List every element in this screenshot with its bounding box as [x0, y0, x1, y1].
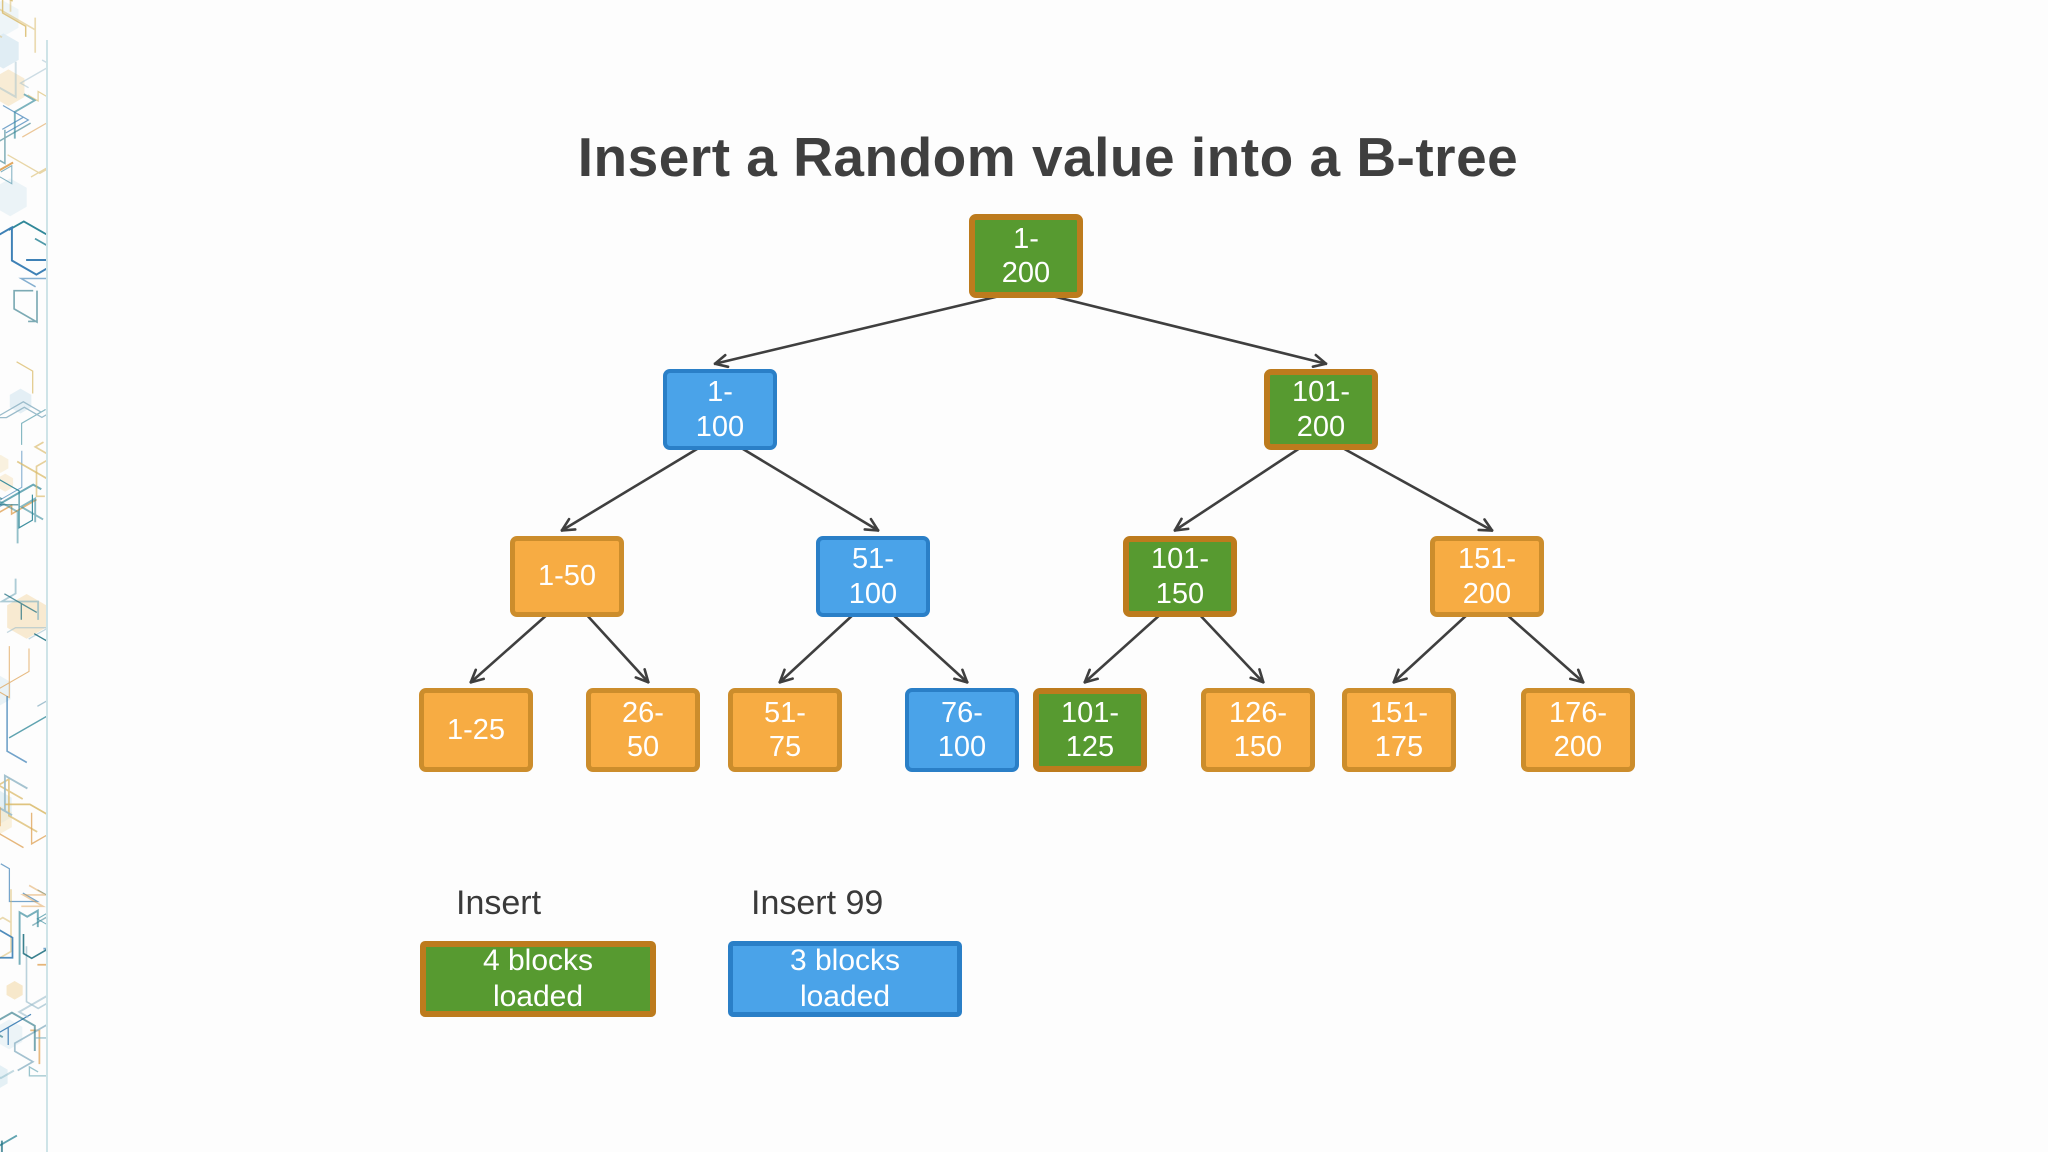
- legend-box-line: 3 blocks: [789, 944, 901, 977]
- decorative-pattern: [0, 0, 48, 1152]
- tree-edge: [1392, 612, 1470, 684]
- tree-node-1-25: 1-25: [419, 688, 533, 772]
- node-label-line: 1-: [1013, 222, 1039, 255]
- tree-node-126-150: 126-150: [1201, 688, 1315, 772]
- node-label-line: 175: [1374, 731, 1424, 763]
- node-label-line: 101-: [1291, 376, 1351, 409]
- node-label-line: 76-: [941, 696, 983, 729]
- node-label-line: 1-: [707, 376, 733, 409]
- tree-node-101-150: 101-150: [1123, 536, 1237, 617]
- tree-node-76-100: 76-100: [905, 688, 1019, 772]
- node-label-line: 150: [1233, 731, 1283, 763]
- tree-edge: [1083, 612, 1163, 684]
- node-label-line: 51-: [764, 696, 806, 729]
- node-label-line: 100: [937, 731, 987, 763]
- tree-node-1-100: 1-100: [663, 369, 777, 450]
- tree-edge: [737, 444, 880, 533]
- tree-edge: [1338, 444, 1494, 533]
- tree-edge: [469, 612, 550, 684]
- tree-edge: [1173, 444, 1304, 533]
- tree-edge: [713, 292, 1009, 369]
- legend-box-line: loaded: [492, 980, 584, 1013]
- tree-edge: [1197, 612, 1265, 684]
- node-label-line: 125: [1065, 731, 1115, 763]
- tree-node-51-75: 51-75: [728, 688, 842, 772]
- node-label-line: 100: [848, 577, 898, 610]
- tree-edge: [1504, 612, 1585, 684]
- node-label-line: 151-: [1457, 543, 1517, 576]
- node-label-line: 1-50: [537, 560, 597, 593]
- legend-label-insert: Insert: [456, 884, 542, 922]
- tree-edge: [1043, 292, 1328, 369]
- legend-label-insert-99: Insert 99: [751, 884, 884, 922]
- legend-box-line: 4 blocks: [482, 944, 594, 977]
- tree-edge: [778, 612, 856, 684]
- tree-node-151-200: 151-200: [1430, 536, 1544, 617]
- node-label-line: 150: [1155, 577, 1205, 610]
- node-label-line: 200: [1553, 731, 1603, 763]
- legend-box-line: loaded: [799, 980, 891, 1013]
- node-label-line: 151-: [1369, 696, 1429, 729]
- node-label-line: 75: [768, 731, 802, 763]
- tree-node-101-200: 101-200: [1264, 369, 1378, 450]
- tree-node-1-200: 1-200: [969, 214, 1083, 298]
- tree-node-1-50: 1-50: [510, 536, 624, 617]
- node-label-line: 100: [695, 410, 745, 443]
- node-label-line: 51-: [852, 543, 894, 576]
- tree-node-26-50: 26-50: [586, 688, 700, 772]
- node-label-line: 200: [1001, 257, 1051, 289]
- tree-edge: [890, 612, 969, 684]
- tree-node-51-100: 51-100: [816, 536, 930, 617]
- node-label-line: 126-: [1228, 696, 1288, 729]
- node-label-line: 200: [1296, 410, 1346, 443]
- tree-node-151-175: 151-175: [1342, 688, 1456, 772]
- tree-edge: [560, 444, 703, 533]
- node-label-line: 101-: [1150, 543, 1210, 576]
- node-label-line: 1-25: [446, 713, 506, 746]
- node-label-line: 101-: [1060, 696, 1120, 729]
- slide-title: Insert a Random value into a B-tree: [577, 125, 1519, 188]
- node-label-line: 200: [1462, 577, 1512, 610]
- tree-edge: [584, 612, 650, 684]
- node-label-line: 50: [626, 731, 660, 763]
- tree-node-176-200: 176-200: [1521, 688, 1635, 772]
- node-label-line: 26-: [622, 696, 664, 729]
- tree-node-101-125: 101-125: [1033, 688, 1147, 772]
- node-label-line: 176-: [1548, 696, 1608, 729]
